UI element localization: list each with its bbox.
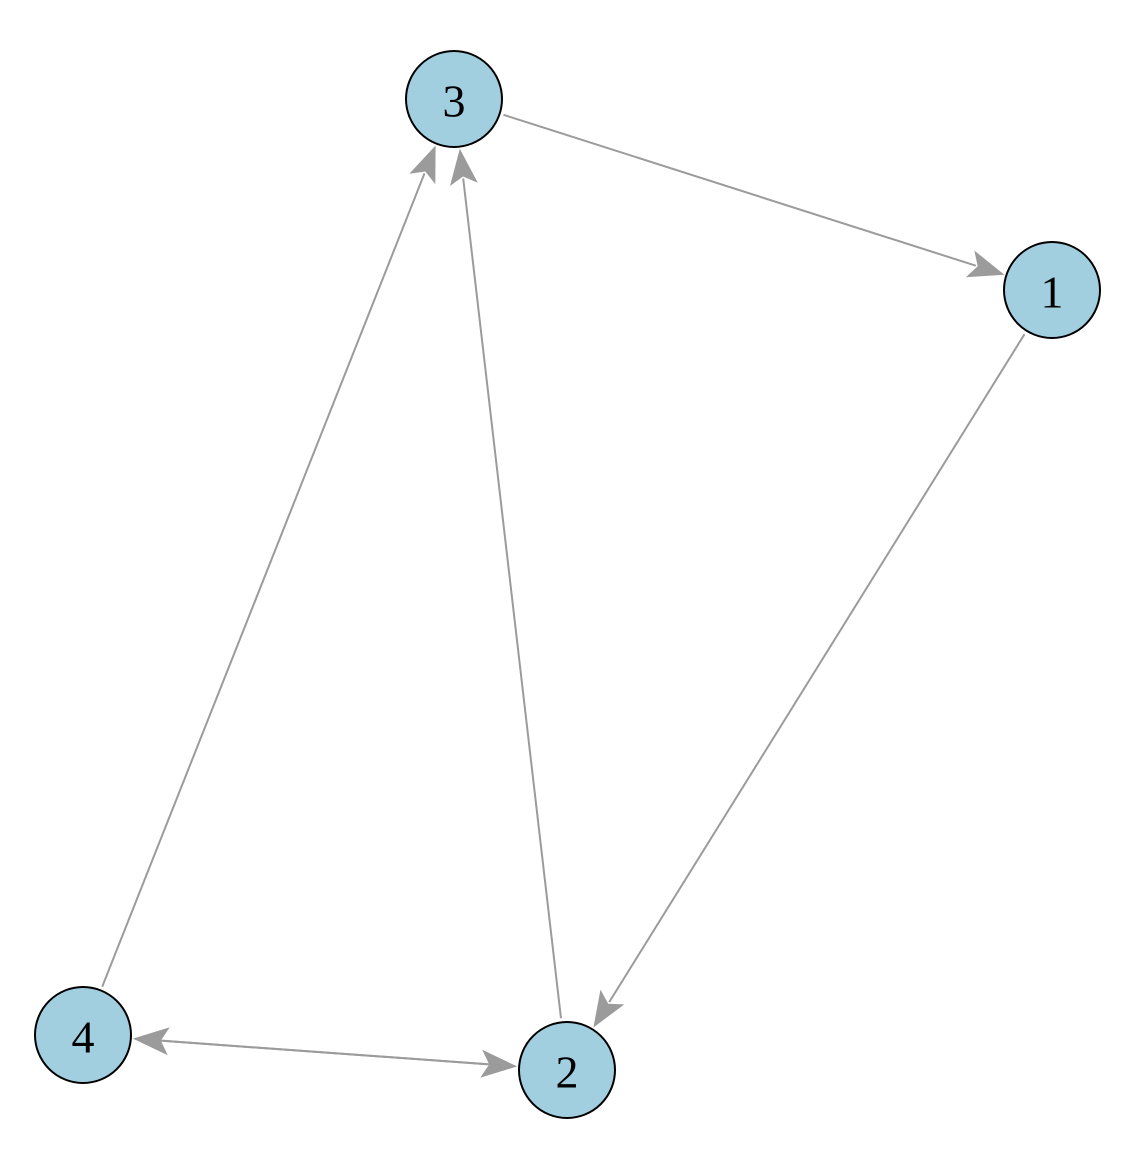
node-1: 1 [1003,241,1101,339]
node-4: 4 [34,986,132,1084]
node-label-3: 3 [443,76,466,127]
arrowhead-3-to-1 [965,250,1005,278]
edge-4-to-3 [101,173,426,988]
node-2: 2 [518,1021,616,1119]
node-circle-1 [1003,241,1101,339]
arrowhead-4-to-3 [409,145,436,185]
node-label-2: 2 [556,1047,579,1098]
arrowhead-2-to-4 [132,1027,170,1056]
nodes-layer: 1 2 3 4 [34,50,1101,1119]
edge-3-to-1 [503,113,977,267]
node-label-4: 4 [72,1012,95,1063]
node-circle-3 [405,50,503,148]
node-circle-4 [34,986,132,1084]
arrowhead-2-to-3 [450,148,478,186]
node-3: 3 [405,50,503,148]
edge-1-to-2 [608,333,1026,1003]
node-circle-2 [518,1021,616,1119]
edge-2-to-4 [162,1039,516,1068]
edge-2-to-3 [462,178,562,1019]
arrowhead-4-to-2 [480,1049,518,1078]
arrowhead-1-to-2 [593,989,625,1028]
edges-layer [101,113,1026,1078]
node-label-1: 1 [1041,267,1064,318]
